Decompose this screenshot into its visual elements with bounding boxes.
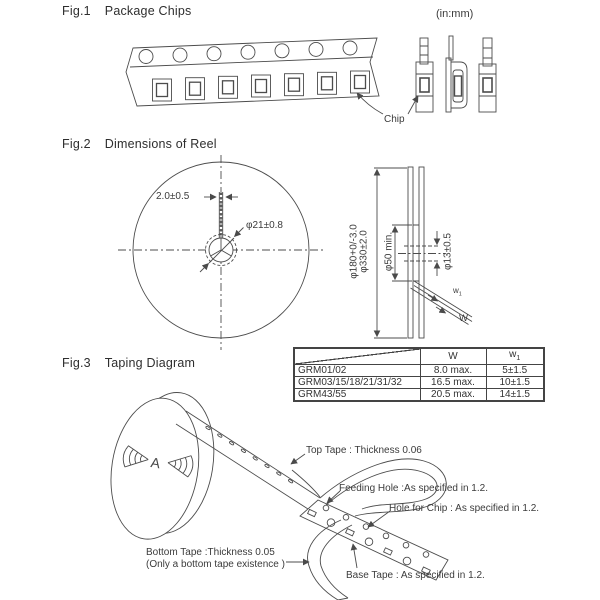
w-dim-label: W <box>459 313 468 324</box>
fig3-reel-3d: A <box>110 392 215 540</box>
fig2-reel-side-view <box>373 166 473 339</box>
table-row: GRM03/15/18/21/31/32 16.5 max. 10±1.5 <box>293 376 545 389</box>
fig2-title: Fig.2 Dimensions of Reel <box>62 137 217 152</box>
center-hole-dim: φ13±0.5 <box>442 233 454 270</box>
base-tape-label: Base Tape : As specified in 1.2. <box>346 570 485 581</box>
fig1-feed-holes <box>138 40 358 64</box>
hole-for-chip-label: Hole for Chip : As specified in 1.2. <box>389 503 540 514</box>
bottom-tape-label-line1: Bottom Tape :Thickness 0.05 <box>146 547 275 558</box>
fig3-tape-from-reel <box>175 410 321 510</box>
fig1-tape-side-view-3 <box>478 37 497 113</box>
hub-dia-dim: φ21±0.8 <box>246 220 283 231</box>
chip-callout-label: Chip <box>384 114 405 125</box>
reel-window-right <box>167 455 194 478</box>
reel-window-left <box>122 445 149 468</box>
table-header-row: W w1 <box>293 347 545 365</box>
fig3-name: Taping Diagram <box>104 356 196 370</box>
table-row: GRM43/55 20.5 max. 14±1.5 <box>293 388 545 402</box>
fig3-title: Fig.3 Taping Diagram <box>62 356 196 371</box>
hub-dia-min-dim: φ50 min. <box>383 231 395 272</box>
table-row: GRM01/02 8.0 max. 5±1.5 <box>293 364 545 377</box>
chip-callout-leaders <box>356 92 419 115</box>
tape-width-table: W w1 GRM01/02 8.0 max. 5±1.5 GRM03/15/18… <box>293 347 545 402</box>
fig1-number: Fig.1 <box>62 4 91 18</box>
fig2-number: Fig.2 <box>62 137 91 151</box>
fig3-top-tape-loop <box>319 458 447 517</box>
fig1-tape-side-view-1 <box>415 37 434 113</box>
fig3-base-tape <box>299 499 449 581</box>
reel-letter: A <box>150 454 162 471</box>
slot-width-dim: 2.0±0.5 <box>156 191 190 202</box>
table-header-w1: w1 <box>485 347 545 365</box>
units-note: (in:mm) <box>436 8 474 20</box>
tape-hole-dashes <box>205 425 294 484</box>
fig2-reel-front-view <box>118 155 326 350</box>
fig2-name: Dimensions of Reel <box>104 137 217 151</box>
top-tape-label: Top Tape : Thickness 0.06 <box>306 445 422 456</box>
fig1-title: Fig.1 Package Chips <box>62 4 192 19</box>
fig3-number: Fig.3 <box>62 356 91 370</box>
fig1-tape-side-view-2 <box>445 35 468 113</box>
fig1-tape-strip <box>125 37 380 107</box>
w1-dim-label: w1 <box>453 286 462 298</box>
table-corner-cell <box>293 347 421 365</box>
bottom-tape-label-line2: (Only a bottom tape existence ) <box>146 559 285 570</box>
reel-dia-330-dim: φ330±2.0 <box>358 230 370 273</box>
fig1-name: Package Chips <box>104 4 192 18</box>
feeding-hole-label: Feeding Hole :As specified in 1.2. <box>339 483 488 494</box>
fig3-leaders <box>286 453 391 569</box>
table-header-w: W <box>419 347 487 365</box>
